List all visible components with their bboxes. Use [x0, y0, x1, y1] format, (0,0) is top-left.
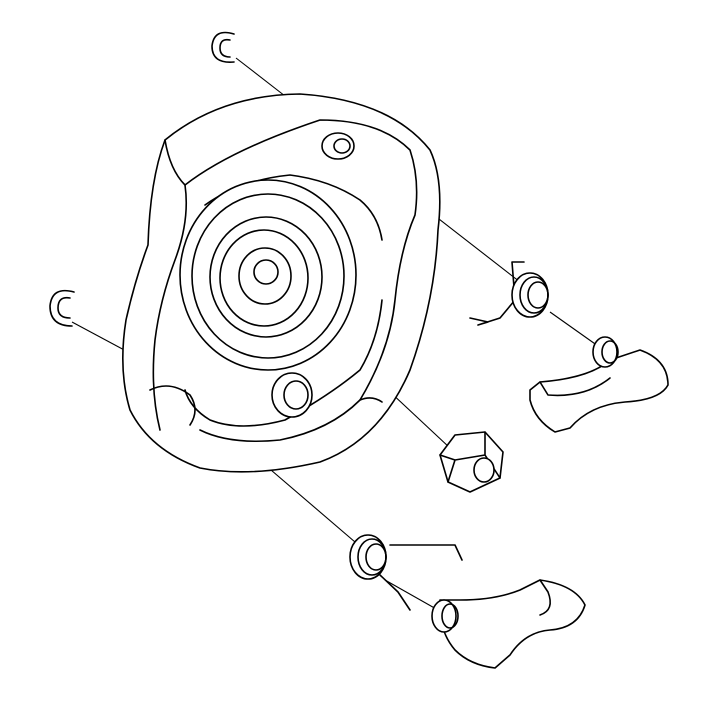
housing — [122, 93, 441, 473]
e-clip-top — [211, 31, 235, 63]
lever-lower — [431, 579, 586, 669]
hex-nut — [439, 431, 504, 493]
lever-upper — [529, 336, 669, 433]
torsion-spring-upper — [469, 261, 549, 326]
torsion-spring-lower — [349, 534, 463, 611]
e-clip-left — [49, 289, 75, 327]
